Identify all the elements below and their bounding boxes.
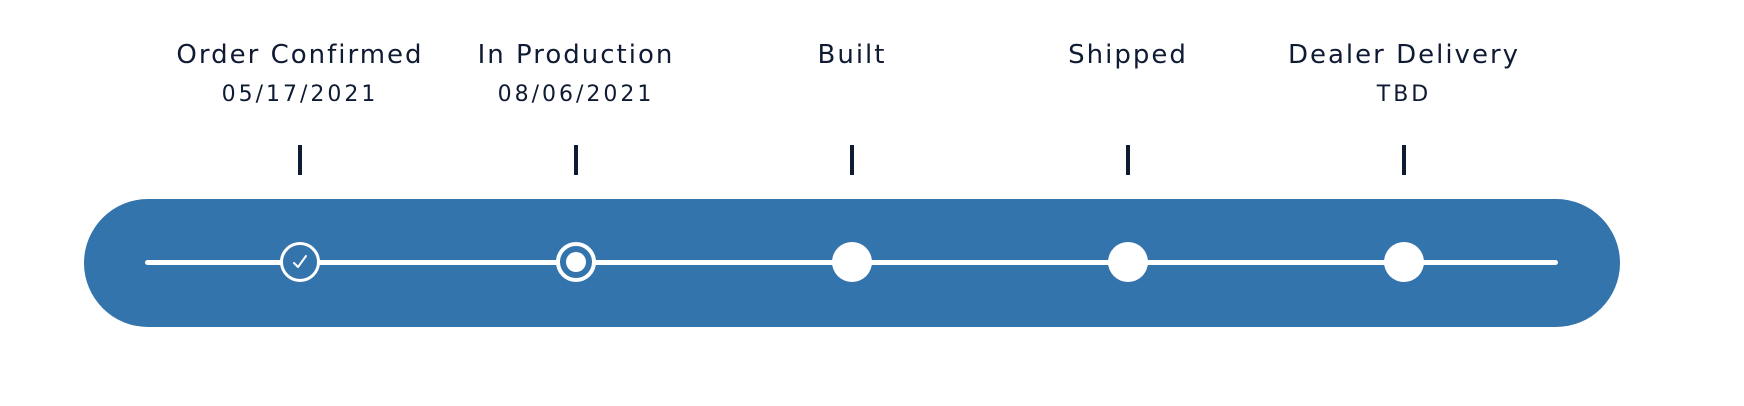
stage-tick: [1126, 145, 1130, 175]
stage-tick: [850, 145, 854, 175]
stage-shipped: Shipped: [978, 0, 1278, 180]
current-dot: [566, 252, 586, 272]
stage-in-production: In Production 08/06/2021: [426, 0, 726, 180]
stage-tick: [574, 145, 578, 175]
stage-label: Dealer Delivery: [1287, 40, 1521, 70]
stage-tick: [298, 145, 302, 175]
stage-node-pending: [832, 242, 872, 282]
check-icon: [293, 255, 307, 268]
stage-node-current: [556, 242, 596, 282]
stage-node-completed: [280, 242, 320, 282]
stage-node-pending: [1384, 242, 1424, 282]
stage-label: Order Confirmed: [176, 40, 424, 70]
stage-tick: [1402, 145, 1406, 175]
stage-order-confirmed: Order Confirmed 05/17/2021: [150, 0, 450, 180]
stage-dealer-delivery: Dealer Delivery TBD: [1254, 0, 1554, 180]
stage-date: 08/06/2021: [497, 82, 655, 107]
stage-label: In Production: [477, 40, 675, 70]
stage-date: 05/17/2021: [221, 82, 379, 107]
stage-node-pending: [1108, 242, 1148, 282]
stage-built: Built: [702, 0, 1002, 180]
stage-date: TBD: [1376, 82, 1432, 107]
stage-label: Built: [817, 40, 887, 70]
stage-label: Shipped: [1068, 40, 1188, 70]
